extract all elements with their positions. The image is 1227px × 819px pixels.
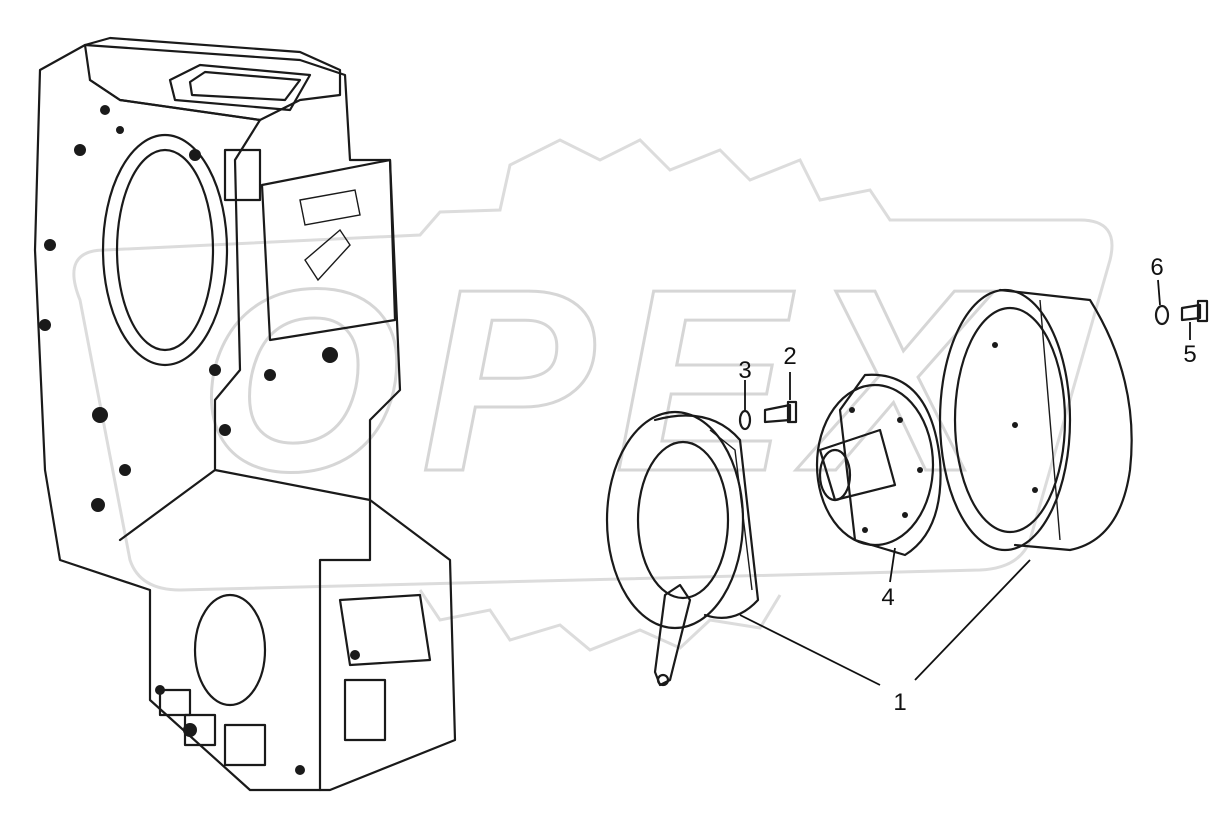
hub-plate-outline <box>838 373 942 557</box>
leader-1-ring <box>914 559 1031 681</box>
callout-1: 1 <box>893 689 906 716</box>
leader-lines <box>739 279 1191 686</box>
valve-slot <box>299 189 361 226</box>
ring-band <box>1039 299 1061 541</box>
watermark-text: OPEX <box>199 236 1002 526</box>
lower-bore <box>193 593 267 707</box>
part-1-clutch-front <box>605 410 760 687</box>
fitting-a <box>158 688 192 717</box>
lower-pad <box>338 593 432 667</box>
hub-shaft <box>818 428 897 502</box>
ring-holes <box>992 342 1038 493</box>
part-6-washer <box>1154 304 1170 326</box>
main-bore-inner <box>115 148 215 352</box>
ring-front-face <box>938 288 1072 552</box>
top-opening <box>168 63 312 112</box>
fitting-c <box>223 723 267 767</box>
clutch-lever <box>653 583 692 687</box>
clutch-front-teeth <box>709 429 753 591</box>
transmission-housing <box>33 36 457 792</box>
ring-outer-back <box>998 288 1133 552</box>
main-bore <box>101 133 229 367</box>
front-boss <box>223 148 262 202</box>
hub-shaft-end <box>818 448 852 502</box>
valve-plate <box>260 158 397 342</box>
hub-plate-holes <box>849 407 923 533</box>
ring-inner-face <box>953 306 1067 534</box>
lower-case <box>213 468 372 792</box>
clutch-front-bore <box>636 440 730 600</box>
lower-window <box>343 678 387 742</box>
leader-4 <box>889 547 896 583</box>
callout-6: 6 <box>1150 254 1163 281</box>
housing-top-box <box>83 36 342 122</box>
part-4-hub-plate <box>815 373 942 557</box>
callout-3: 3 <box>738 357 751 384</box>
top-opening-inner <box>188 70 302 102</box>
bolt-2-shank <box>763 403 792 424</box>
bolt-5-head <box>1196 299 1209 323</box>
bolt-5-shank <box>1180 303 1202 322</box>
housing-bolt-holes <box>39 105 360 775</box>
part-1-clutch-ring <box>938 288 1133 552</box>
callout-5: 5 <box>1183 341 1196 368</box>
callout-4: 4 <box>881 584 894 611</box>
part-3-washer <box>738 409 752 431</box>
washer-6 <box>1154 304 1170 326</box>
watermark-gear-teeth-bottom <box>418 589 782 652</box>
valve-lever <box>304 228 351 282</box>
watermark-gear-outline <box>72 138 1114 592</box>
part-5-bolt <box>1180 299 1209 323</box>
leader-6 <box>1157 279 1161 306</box>
housing-front-edge <box>88 78 262 542</box>
bolt-2-head <box>786 400 798 424</box>
housing-outline <box>33 43 457 792</box>
opex-watermark: OPEX <box>72 138 1114 652</box>
washer-3 <box>738 409 752 431</box>
leader-1-front <box>739 614 881 686</box>
lever-pin <box>656 673 670 687</box>
callout-2: 2 <box>783 343 796 370</box>
part-2-bolt <box>763 400 798 424</box>
clutch-front-rim <box>653 414 760 619</box>
hub-plate-face <box>815 383 935 547</box>
